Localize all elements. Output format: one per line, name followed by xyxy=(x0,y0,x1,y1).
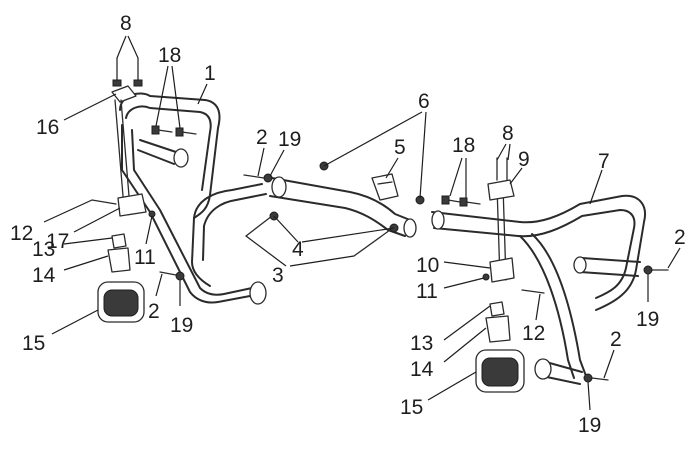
right-crash-bar xyxy=(431,194,646,385)
right-fog-light xyxy=(475,301,525,393)
left-fog-light xyxy=(97,233,145,323)
callout-12: 12 xyxy=(522,322,545,345)
callout-3: 3 xyxy=(272,264,284,287)
callout-8: 8 xyxy=(502,122,514,145)
callout-10: 10 xyxy=(416,254,439,277)
callout-19: 19 xyxy=(636,308,659,331)
callout-17: 17 xyxy=(46,230,69,253)
callout-2: 2 xyxy=(256,126,268,149)
callout-8: 8 xyxy=(120,12,132,35)
left-mount-bracket xyxy=(114,99,147,217)
callout-6: 6 xyxy=(418,90,430,113)
callout-4: 4 xyxy=(292,238,304,261)
callout-9: 9 xyxy=(518,148,530,171)
callout-labels: 8 18 1 16 2 19 6 5 18 8 9 7 12 17 11 4 1… xyxy=(10,12,686,437)
callout-12: 12 xyxy=(10,222,33,245)
callout-14: 14 xyxy=(410,358,434,381)
callout-2: 2 xyxy=(610,328,622,351)
hardware-bolts xyxy=(91,57,669,383)
callout-19: 19 xyxy=(170,314,193,337)
callout-16: 16 xyxy=(36,116,59,139)
callout-11: 11 xyxy=(416,280,438,303)
callout-14: 14 xyxy=(32,264,56,287)
callout-13: 13 xyxy=(410,332,433,355)
callout-18: 18 xyxy=(158,44,181,67)
callout-19: 19 xyxy=(278,128,301,151)
right-mount-bracket xyxy=(487,179,515,283)
callout-15: 15 xyxy=(22,332,45,355)
callout-15: 15 xyxy=(400,396,423,419)
callout-2: 2 xyxy=(148,300,160,323)
callout-19: 19 xyxy=(578,414,601,437)
callout-11: 11 xyxy=(134,246,156,269)
callout-18: 18 xyxy=(452,134,475,157)
callout-7: 7 xyxy=(598,150,610,173)
callout-5: 5 xyxy=(394,136,406,159)
callout-1: 1 xyxy=(204,62,216,85)
callout-13: 13 xyxy=(32,238,55,261)
center-cross-bar xyxy=(269,173,417,238)
callout-2: 2 xyxy=(674,226,686,249)
callout-leaders xyxy=(43,35,681,411)
left-crash-bar xyxy=(111,85,267,305)
